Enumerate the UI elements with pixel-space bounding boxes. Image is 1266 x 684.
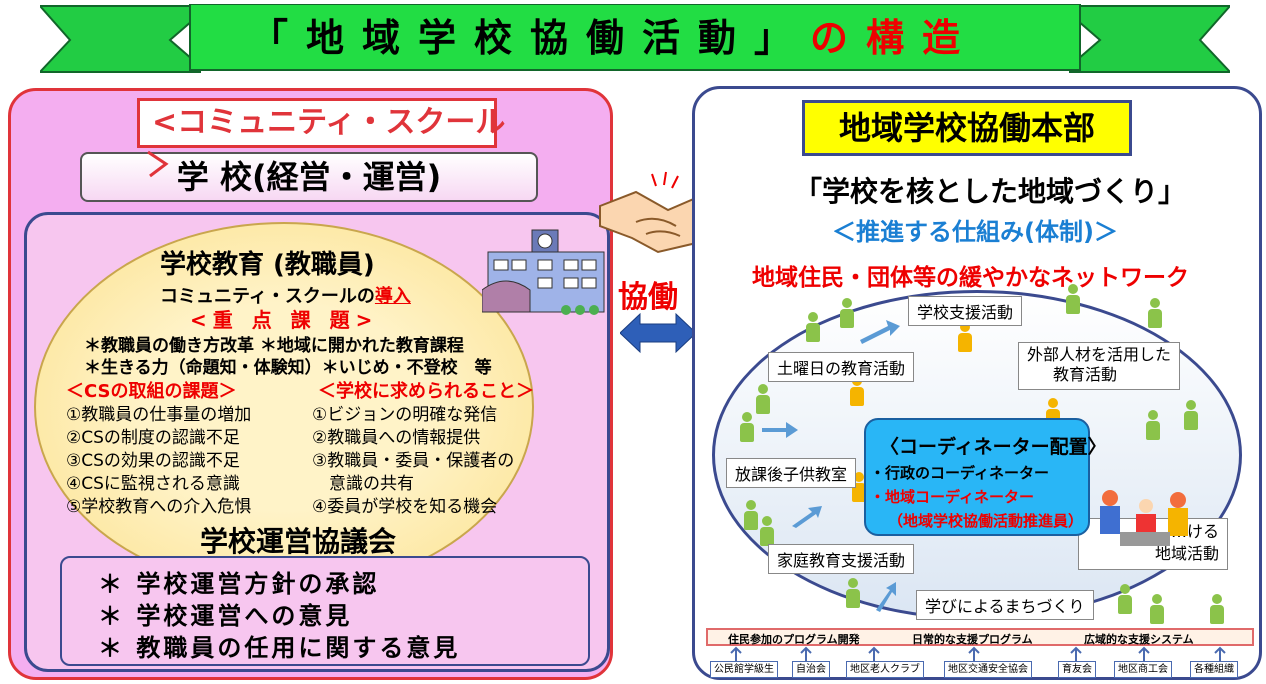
activity-weekend-education: 土曜日の教育活動 xyxy=(768,352,915,382)
resident-icon xyxy=(1148,298,1162,328)
regional-hq-title: 地域学校協働本部 xyxy=(802,100,1132,156)
school-management-box: 学 校(経営・運営) xyxy=(80,152,538,202)
collaboration-label: 協働 xyxy=(618,280,678,315)
activity-external-line1: 外部人材を活用した xyxy=(1027,345,1172,364)
program-label: 日常的な支援プログラム xyxy=(912,633,1033,646)
cs-issue-item: ①教職員の仕事量の増加 xyxy=(66,405,252,425)
priority-item: ＊生きる力（命題知・体験知）＊いじめ・不登校 等 xyxy=(84,358,492,378)
page-title: 「地域学校協働活動」の構造 xyxy=(250,10,1050,66)
up-arrows xyxy=(730,646,1226,661)
cs-introduction-text: コミュニティ・スクールの xyxy=(160,286,375,307)
slogan: 「学校を核とした地域づくり」 xyxy=(794,175,1187,208)
cs-issues-title: ＜CSの取組の課題＞ xyxy=(66,381,237,402)
resident-icon xyxy=(756,384,770,414)
resident-icon xyxy=(840,298,854,328)
school-need-item: ③教職員・委員・保護者の xyxy=(312,451,515,471)
resident-icon xyxy=(740,412,754,442)
activity-school-support: 学校支援活動 xyxy=(908,296,1023,326)
school-education-title: 学校教育 (教職員) xyxy=(160,250,375,280)
children-activity-icon xyxy=(1100,490,1188,546)
school-need-item: 意識の共有 xyxy=(312,474,414,494)
organization-box: 地区商工会 xyxy=(1114,661,1172,678)
mechanism-title: ＜推進する仕組み(体制)＞ xyxy=(832,218,1118,246)
school-education-ellipse xyxy=(34,222,534,592)
resident-icon xyxy=(1184,400,1198,430)
coordinator-admin: ・行政のコーディネーター xyxy=(870,464,1049,482)
coordinator-regional: ・地域コーディネーター xyxy=(870,488,1034,506)
activity-external-line2: 教育活動 xyxy=(1053,365,1118,384)
program-label: 広域的な支援システム xyxy=(1084,633,1194,646)
school-council-title: 学校運営協議会 xyxy=(200,525,397,558)
coordinator-box xyxy=(864,418,1090,536)
network-title: 地域住民・団体等の緩やかなネットワーク xyxy=(752,265,1189,291)
activity-after-school: 放課後子供教室 xyxy=(726,458,857,488)
council-item: ＊ 学校運営への意見 xyxy=(98,602,353,630)
school-council-box xyxy=(60,556,590,666)
organization-box: 育友会 xyxy=(1058,661,1096,678)
resident-icon xyxy=(1066,284,1080,314)
council-item: ＊ 学校運営方針の承認 xyxy=(98,570,380,598)
resident-icon xyxy=(1210,594,1224,624)
organization-box: 自治会 xyxy=(792,661,830,678)
resident-icon xyxy=(760,516,774,546)
resident-icon xyxy=(744,500,758,530)
coordinator-promoter: （地域学校協働活動推進員） xyxy=(888,512,1084,530)
organization-box: 地区老人クラブ xyxy=(846,661,924,678)
cs-issue-item: ③CSの効果の認識不足 xyxy=(66,451,240,471)
school-need-item: ②教職員への情報提供 xyxy=(312,428,481,448)
title-suffix: の構造 xyxy=(810,16,979,60)
activity-external-talent: 外部人材を活用した教育活動 xyxy=(1018,342,1181,390)
resident-icon xyxy=(1118,584,1132,614)
arrow-icon xyxy=(147,150,169,178)
double-arrow-icon xyxy=(620,312,696,354)
cs-introduction: コミュニティ・スクールの導入 xyxy=(160,282,411,308)
organization-box: 公民館学級生 xyxy=(710,661,778,678)
support-program-bar xyxy=(706,628,1254,646)
resident-icon xyxy=(1150,594,1164,624)
organization-box: 各種組織 xyxy=(1190,661,1238,678)
cs-introduction-emphasis: 導入 xyxy=(374,286,411,307)
priority-title: <重 点 課 題> xyxy=(190,308,379,332)
title-main: 「地域学校協働活動」 xyxy=(250,16,811,60)
coordinator-icon xyxy=(958,322,972,352)
organization-box: 地区交通安全協会 xyxy=(944,661,1032,678)
priority-item: ＊教職員の働き方改革 ＊地域に開かれた教育課程 xyxy=(84,336,464,356)
cs-issue-item: ④CSに監視される意識 xyxy=(66,474,240,494)
activity-town-building: 学びによるまちづくり xyxy=(916,590,1094,620)
resident-icon xyxy=(846,578,860,608)
school-need-item: ④委員が学校を知る機会 xyxy=(312,497,498,517)
activity-community-line2: 地域活動 xyxy=(1154,544,1219,563)
council-item: ＊ 教職員の任用に関する意見 xyxy=(98,634,461,662)
program-label: 住民参加のプログラム開発 xyxy=(728,633,860,646)
title-banner xyxy=(40,4,1230,73)
school-needs-title: ＜学校に求められること＞ xyxy=(318,381,534,402)
activity-family-education: 家庭教育支援活動 xyxy=(768,544,915,574)
resident-icon xyxy=(806,312,820,342)
community-school-label: <コミュニティ・スクール xyxy=(137,98,505,148)
flow-arrows xyxy=(762,320,900,612)
school-need-item: ①ビジョンの明確な発信 xyxy=(312,405,498,425)
coordinator-title: 〈コーディネーター配置〉 xyxy=(880,436,1107,458)
cs-issue-item: ②CSの制度の認識不足 xyxy=(66,428,240,448)
cs-issue-item: ⑤学校教育への介入危惧 xyxy=(66,497,252,517)
school-building-icon xyxy=(482,229,605,315)
resident-icon xyxy=(1146,410,1160,440)
